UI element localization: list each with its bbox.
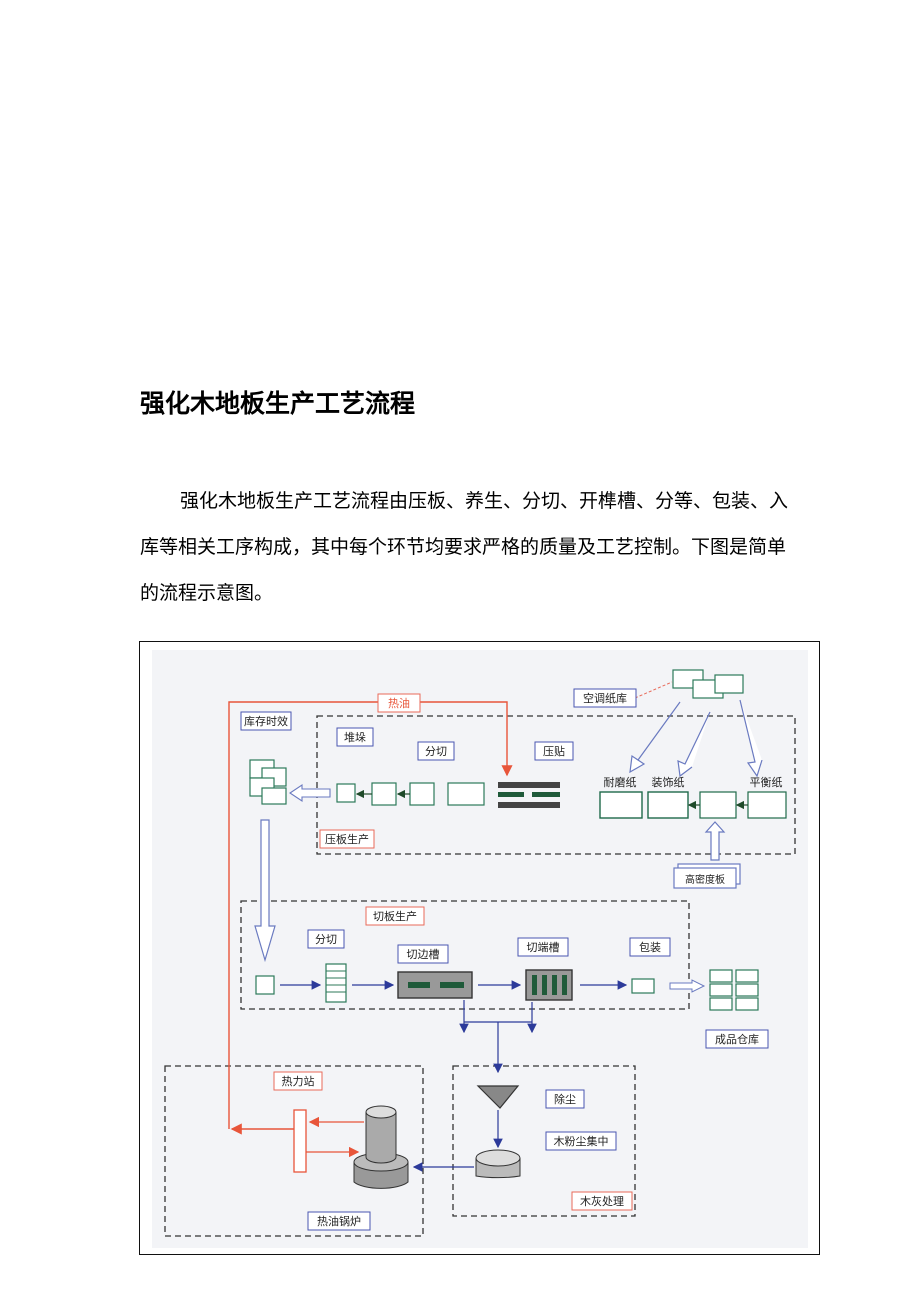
label-wood-ash: 木灰处理	[571, 1191, 633, 1211]
intro-paragraph: 强化木地板生产工艺流程由压板、养生、分切、开榫槽、分等、包装、入库等相关工序构成…	[140, 478, 790, 616]
label-balance-paper: 平衡纸	[750, 776, 783, 789]
cutting-stack	[325, 963, 347, 1003]
label-cutting-mid: 分切	[307, 929, 345, 949]
wood-ash-region	[452, 1065, 636, 1217]
svg-text:切端槽: 切端槽	[527, 941, 560, 954]
label-packaging: 包装	[629, 937, 671, 957]
press-production-region	[316, 715, 796, 855]
cut-line-input-board	[255, 975, 275, 995]
label-stacking: 堆垛	[336, 727, 374, 747]
wear-paper-sheet	[599, 791, 643, 819]
press-line-board-3	[409, 782, 435, 806]
svg-text:切板生产: 切板生产	[373, 909, 417, 923]
end-groove-machine	[525, 969, 573, 1001]
svg-text:木粉尘集中: 木粉尘集中	[554, 1134, 609, 1148]
svg-text:空调纸库: 空调纸库	[583, 691, 627, 705]
label-pressing: 压贴	[534, 741, 574, 761]
label-wood-dust-collect: 木粉尘集中	[545, 1131, 617, 1151]
process-flow-figure: 热油 空调纸库 库存时效 堆垛 分切 压贴 耐磨纸 装饰纸 平衡纸 压板生产 高…	[139, 641, 820, 1255]
label-storage-aging: 库存时效	[240, 711, 292, 731]
svg-text:分切: 分切	[425, 745, 447, 758]
label-hot-oil-boiler: 热油锅炉	[307, 1211, 371, 1231]
svg-text:压板生产: 压板生产	[325, 832, 369, 846]
storage-down-arrow	[254, 819, 276, 963]
package-box	[631, 978, 655, 994]
svg-text:热力站: 热力站	[282, 1074, 315, 1088]
dust-flow-lines	[459, 1000, 537, 1074]
label-dust-removal: 除尘	[545, 1089, 585, 1109]
storage-aging-stack	[249, 759, 287, 805]
process-flow-diagram: 热油 空调纸库 库存时效 堆垛 分切 压贴 耐磨纸 装饰纸 平衡纸 压板生产 高…	[152, 650, 808, 1248]
svg-text:高密度板: 高密度板	[685, 873, 725, 886]
to-finished-storage-arrow	[669, 979, 706, 993]
svg-text:包装: 包装	[639, 941, 661, 954]
svg-text:热油锅炉: 热油锅炉	[317, 1214, 361, 1228]
press-line-board-1	[336, 783, 356, 803]
svg-text:分切: 分切	[315, 933, 337, 946]
label-finished-storage: 成品仓库	[705, 1029, 769, 1049]
paper-sheet-3	[699, 791, 737, 819]
label-end-groove: 切端槽	[517, 937, 569, 957]
cut-board-production-region	[240, 900, 690, 1010]
label-hot-oil-top: 热油	[377, 693, 421, 713]
paper-storage-stack	[672, 669, 744, 699]
dust-collector-hopper	[476, 1085, 520, 1109]
svg-text:除尘: 除尘	[554, 1092, 576, 1106]
heat-station-region	[164, 1065, 424, 1237]
label-paper-storage: 空调纸库	[573, 688, 637, 708]
balance-paper-sheet	[747, 791, 787, 819]
label-edge-groove: 切边槽	[397, 944, 449, 964]
label-wear-paper: 耐磨纸	[604, 776, 637, 789]
finished-storage-stack	[709, 969, 759, 1011]
press-line-board-4	[447, 782, 485, 806]
label-decor-paper: 装饰纸	[652, 775, 685, 789]
document-title: 强化木地板生产工艺流程	[140, 389, 416, 418]
intro-paragraph-text: 强化木地板生产工艺流程由压板、养生、分切、开榫槽、分等、包装、入库等相关工序构成…	[140, 490, 789, 604]
paper-feed-arrows	[629, 699, 763, 778]
paper-storage-callout	[634, 681, 673, 699]
svg-text:库存时效: 库存时效	[244, 714, 288, 728]
svg-text:木灰处理: 木灰处理	[580, 1194, 624, 1208]
press-line-board-2	[371, 782, 397, 806]
hdf-feed-arrow	[704, 821, 726, 861]
press-machine	[498, 782, 560, 808]
svg-text:成品仓库: 成品仓库	[715, 1032, 759, 1046]
label-heat-station: 热力站	[273, 1071, 323, 1091]
svg-text:切边槽: 切边槽	[407, 948, 440, 961]
label-cutting-top: 分切	[417, 741, 455, 761]
label-hdf-board: 高密度板	[685, 873, 725, 886]
label-press-production: 压板生产	[319, 829, 375, 849]
hdf-board-stack	[673, 863, 741, 889]
wood-dust-collector	[475, 1149, 521, 1179]
hot-oil-boiler	[353, 1105, 409, 1189]
heat-exchanger	[293, 1109, 307, 1173]
decor-paper-sheet	[647, 791, 689, 819]
edge-groove-machine	[397, 971, 473, 999]
label-cut-board-production: 切板生产	[365, 906, 425, 926]
svg-text:压贴: 压贴	[543, 744, 565, 758]
svg-text:堆垛: 堆垛	[344, 731, 366, 744]
svg-text:热油: 热油	[388, 696, 410, 710]
to-storage-arrow	[289, 783, 331, 803]
hot-oil-line	[228, 701, 513, 1129]
